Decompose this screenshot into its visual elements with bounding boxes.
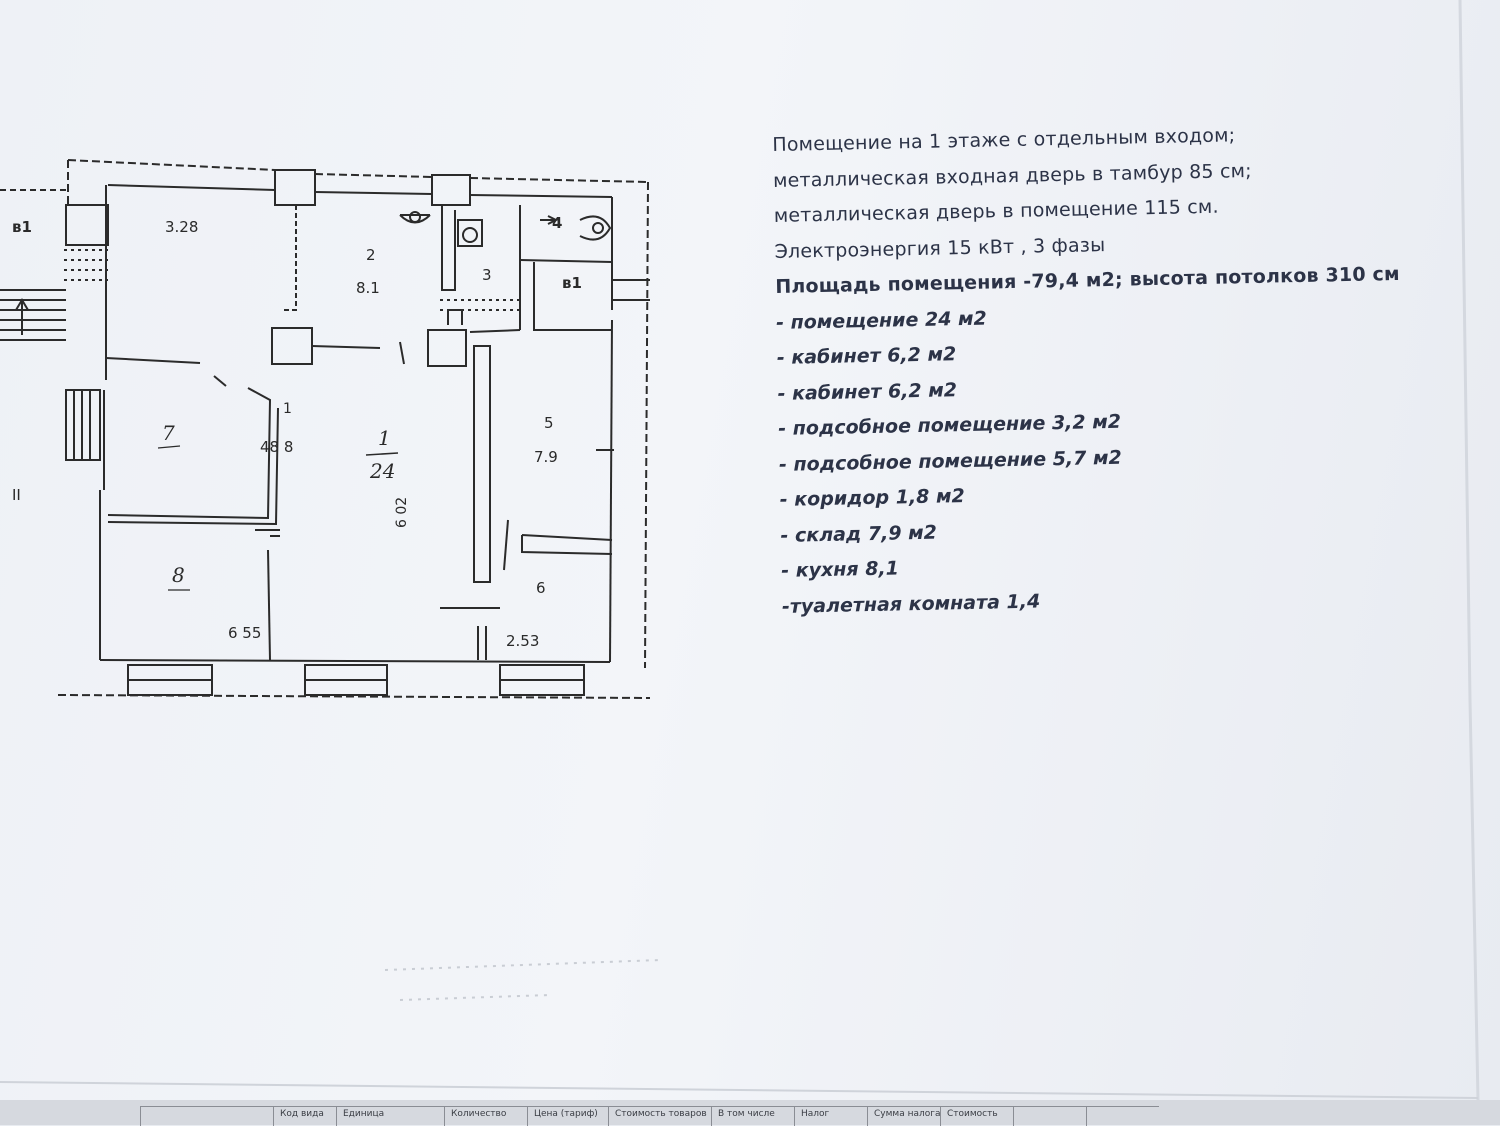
form-header-row: Код вида Единица Количество Цена (тариф)… <box>140 1106 1159 1126</box>
floor-plan: в1 в1 3.28 2 8.1 3 4 1 48 8 1 24 6 02 5 … <box>0 159 651 699</box>
plan-label-hand-7: 7 <box>162 421 175 445</box>
plan-label-room-2: 2 <box>366 246 376 264</box>
plan-label-hand-24: 24 <box>369 459 395 483</box>
underlying-form-strip: Код вида Единица Количество Цена (тариф)… <box>0 1100 1500 1126</box>
plan-label-v1-right: в1 <box>562 274 582 292</box>
plan-label-hand-1: 1 <box>378 426 391 450</box>
form-cell: Стоимость <box>940 1106 1013 1126</box>
plan-label-room-6: 6 <box>536 579 546 597</box>
form-cell <box>140 1106 273 1126</box>
form-cell: Единица <box>336 1106 444 1126</box>
plan-label-hand-8: 8 <box>172 563 185 587</box>
form-cell: Цена (тариф) <box>527 1106 608 1126</box>
form-cell: В том числе <box>711 1106 794 1126</box>
plan-label-v1-left: в1 <box>12 218 32 236</box>
property-description: Помещение на 1 этаже с отдельным входом;… <box>772 113 1482 625</box>
plan-label-small-1: 1 <box>283 401 292 417</box>
form-cell: Сумма налога <box>867 1106 940 1126</box>
plan-label-area-7-9: 7.9 <box>534 448 558 466</box>
form-cell <box>1013 1106 1086 1126</box>
plan-label-left-mark: II <box>12 486 21 504</box>
form-cell: Код вида <box>273 1106 336 1126</box>
plan-label-area-6-55: 6 55 <box>228 624 261 642</box>
plan-label-room-4: 4 <box>552 214 562 232</box>
faint-print-smudge <box>384 959 661 1001</box>
plan-label-area-48-8: 48 8 <box>260 438 293 456</box>
plan-label-room-3: 3 <box>482 266 492 284</box>
form-cell: Налог <box>794 1106 867 1126</box>
plan-label-area-2-53: 2.53 <box>506 632 539 650</box>
form-cell: Количество <box>444 1106 527 1126</box>
form-cell <box>1086 1106 1159 1126</box>
plan-label-area-3-28: 3.28 <box>165 218 198 236</box>
form-cell: Стоимость товаров <box>608 1106 711 1126</box>
plan-label-room-5: 5 <box>544 414 554 432</box>
plan-label-dim-6-02: 6 02 <box>394 497 410 528</box>
plan-label-area-8-1: 8.1 <box>356 279 380 297</box>
